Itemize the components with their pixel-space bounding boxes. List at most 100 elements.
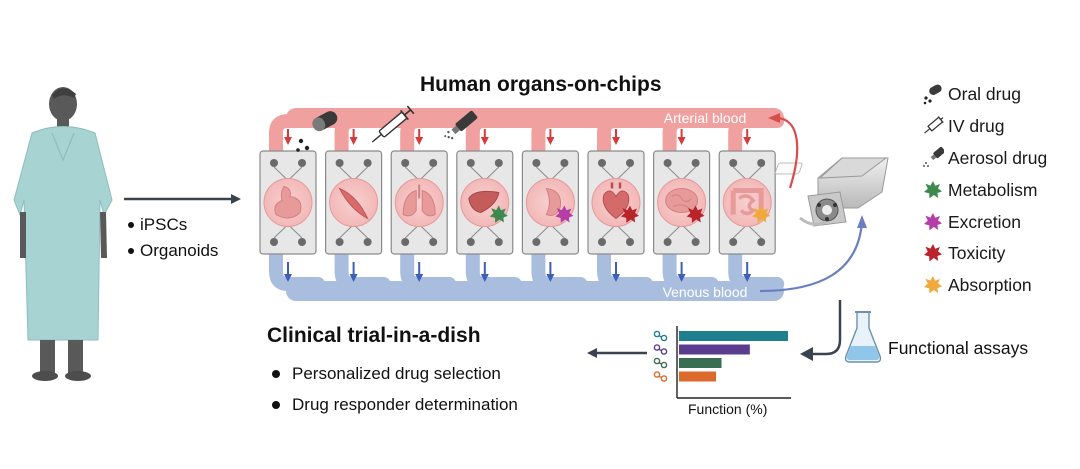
legend-item-excretion: Excretion [922,209,1021,235]
legend-item-iv-drug: IV drug [922,113,1004,139]
chart-bar [679,344,750,355]
source-label: iPSCs [140,215,188,234]
organ-chip-lung [390,129,448,282]
venous-outflow-arrow [612,274,620,282]
source-item: Organoids [128,238,218,264]
arterial-return-arrow [775,116,799,189]
clinical-title: Clinical trial-in-a-dish [267,324,481,347]
clinical-item-label: Personalized drug selection [292,363,501,383]
starburst-icon [922,274,944,296]
organ-chip-stomach [259,129,317,282]
function-bar-chart [653,326,791,399]
venous-outflow-arrow [415,274,424,282]
arterial-inflow-arrow [743,137,752,145]
kidney-organ-icon [545,187,562,216]
chip-port [560,238,569,246]
chip-port [560,159,569,167]
legend-label: Excretion [948,211,1021,232]
muscle-organ-icon [338,187,369,220]
chart-bar [679,371,717,382]
chart-bar [679,331,788,341]
chip-port [466,159,475,167]
molecule-icon [653,344,668,355]
chip-port [626,238,634,246]
organ-chip-intestine [718,129,776,282]
aerosol-icon [922,147,944,169]
chip-port [298,159,306,167]
legend-label: Oral drug [948,83,1021,104]
chip-port [532,159,541,167]
arterial-inflow-arrow [546,137,555,145]
chip-port [691,238,700,246]
arterial-inflow-arrow [415,137,424,145]
chip-port [363,238,372,246]
starburst-icon [922,211,944,233]
legend-item-aerosol-drug: Aerosol drug [922,145,1047,171]
chip-port [270,159,278,167]
arterial-circuit [269,108,785,158]
oral-drug-icon [922,83,944,105]
legend-label: Toxicity [948,242,1006,263]
venous-outflow-arrow [284,274,292,282]
chip-port [429,159,438,167]
legend-label: IV drug [948,115,1005,136]
arterial-inflow-arrow [349,137,358,145]
chip-port [270,238,278,246]
legend-item-metabolism: Metabolism [922,177,1037,203]
legend-item-absorption: Absorption [922,272,1032,298]
organ-chip-liver [456,129,514,282]
chip-port [429,238,438,246]
organ-chips [259,129,776,282]
stomach-organ-icon [274,185,302,219]
chart-x-label: Function (%) [688,401,768,417]
clinical-item: Personalized drug selection [272,358,518,389]
venous-to-pump-arrow [759,221,864,293]
chip-port [663,159,672,167]
clinical-item-label: Drug responder determination [292,394,518,414]
legend-item-oral-drug: Oral drug [922,81,1021,107]
oral-drug-icon [296,111,338,152]
chip-port [335,238,344,246]
legend-label: Aerosol drug [948,147,1048,168]
legend-item-toxicity: Toxicity [922,240,1005,266]
heart-organ-icon [602,182,630,220]
molecule-icon [653,330,668,342]
chip-port [335,159,344,167]
molecule-icon [653,371,668,382]
diagram-title: Human organs-on-chips [420,73,662,96]
arterial-inflow-arrow [677,137,686,145]
chip-port [757,159,766,167]
patient-hair [52,88,76,99]
organ-chip-kidney [521,129,580,282]
clinical-item: Drug responder determination [272,389,518,420]
source-label: Organoids [140,241,219,260]
patient-figure [13,87,113,381]
chip-port [298,238,306,246]
brain-organ-icon [665,188,699,213]
venous-outflow-arrow [349,274,358,282]
chip-port [626,159,634,167]
venous-circuit [269,247,785,301]
flask-icon [844,311,882,363]
chip-port [757,238,766,246]
organ-chip-brain [652,129,711,282]
chip-port [663,238,672,246]
chip-port [494,159,503,167]
source-item: iPSCs [128,212,218,238]
chip-port [494,238,503,246]
liver-organ-icon [468,190,500,214]
venous-outflow-arrow [677,274,686,282]
pump-to-assay-arrow [812,300,842,356]
clinical-list: Personalized drug selection Drug respond… [272,358,518,420]
legend-label: Absorption [948,274,1032,295]
patient-sources-list: iPSCs Organoids [128,212,218,264]
venous-blood-label: Venous blood [663,284,748,300]
venous-outflow-arrow [743,274,752,282]
starburst-icon [922,242,944,264]
organ-chip-heart [587,129,645,282]
arterial-inflow-arrow [612,137,620,145]
molecule-icon [653,357,668,369]
chip-port [363,159,372,167]
peristaltic-pump [774,157,889,227]
aerosol-icon [444,110,478,140]
